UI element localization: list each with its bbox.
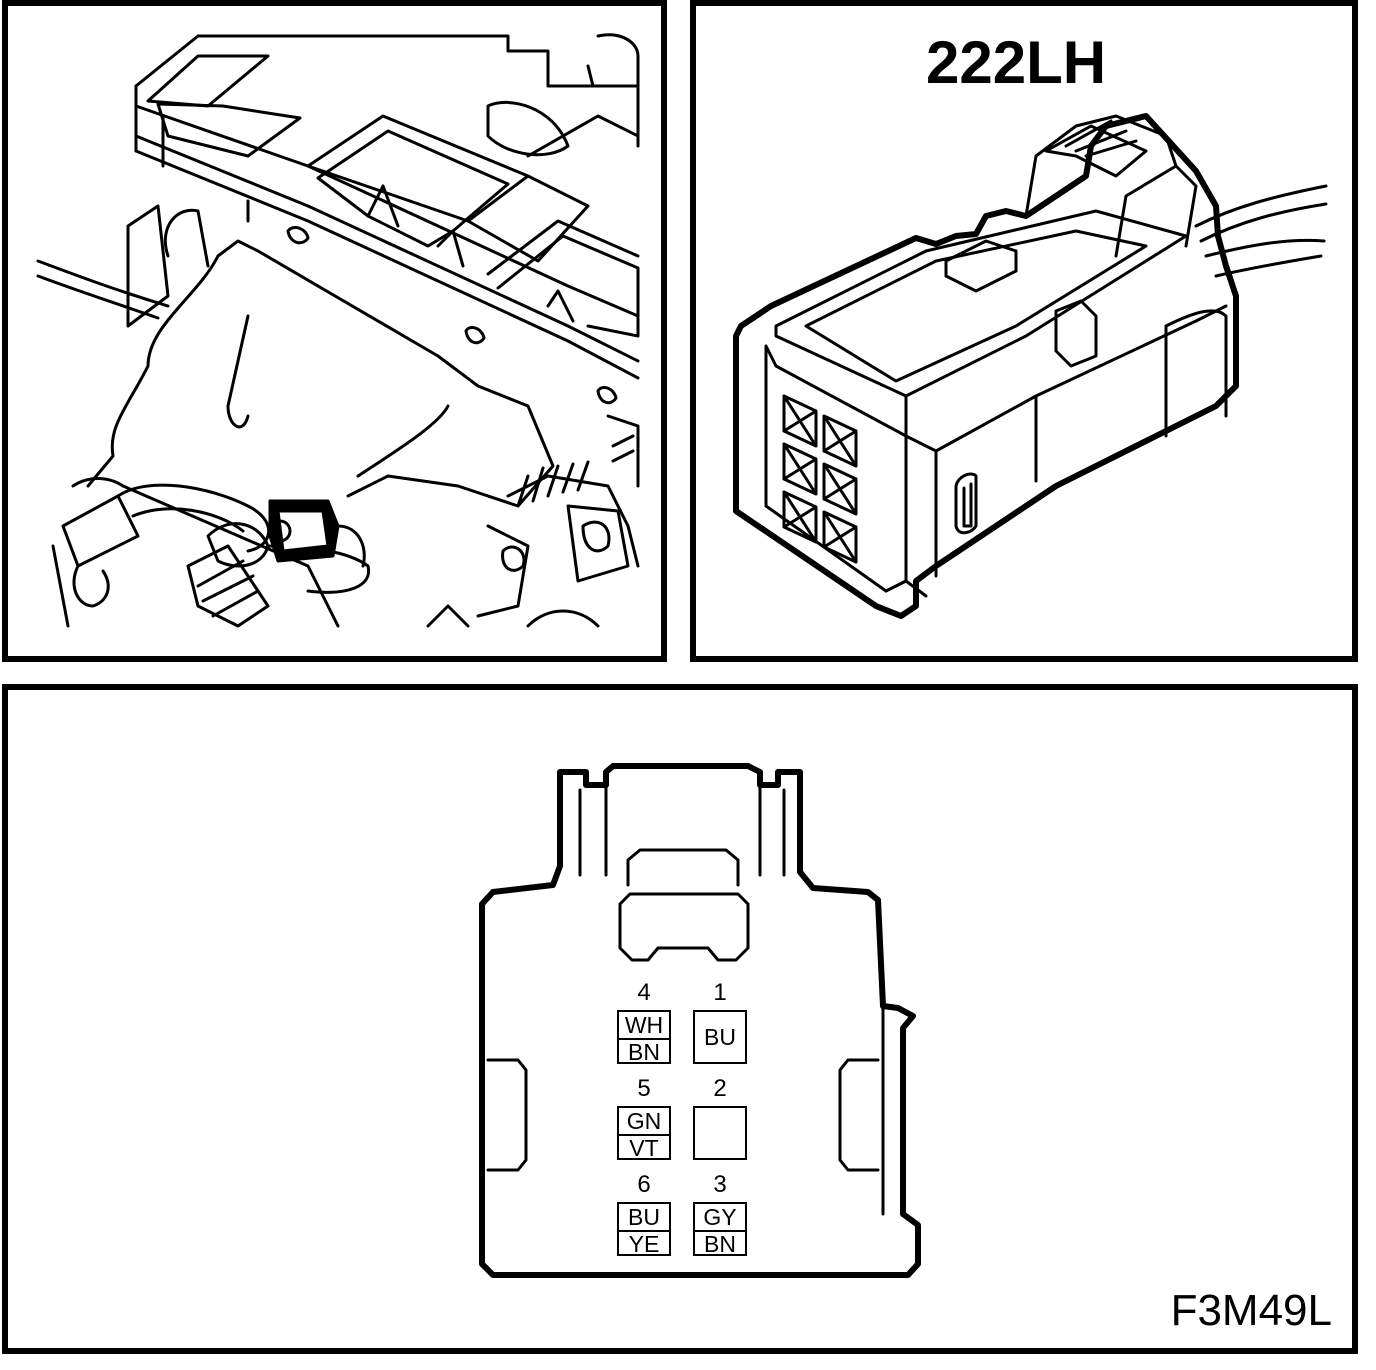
- pin-number-3: 3: [713, 1171, 727, 1198]
- pin-4-wire-color-1: WH: [624, 1012, 664, 1038]
- pin-cavity-2: [693, 1106, 747, 1160]
- pinout-panel: 4 1 WH BN BU 5 2 GN VT 6 3 BU YE GY BN F…: [2, 684, 1358, 1354]
- pin-5-divider: [619, 1134, 669, 1136]
- pin-5-wire-color-2: VT: [629, 1135, 659, 1161]
- hvac-housing-illustration: [36, 33, 640, 628]
- pin-4-wire-color-2: BN: [628, 1039, 660, 1065]
- pin-5-wire-color-1: GN: [626, 1108, 662, 1134]
- figure-code-label: F3M49L: [1170, 1286, 1332, 1335]
- pin-cavity-6: BU YE: [617, 1202, 671, 1257]
- pin-3-wire-color-1: GY: [703, 1204, 737, 1230]
- connector-id-label: 222LH: [926, 29, 1107, 96]
- connector-3d-illustration: [733, 113, 1328, 619]
- pin-cavity-4: WH BN: [617, 1010, 671, 1065]
- pin-6-divider: [619, 1230, 669, 1232]
- pin-cavity-5: GN VT: [617, 1106, 671, 1161]
- pin-6-wire-color-1: BU: [628, 1204, 660, 1230]
- pin-3-wire-color-2: BN: [704, 1231, 736, 1257]
- pin-cavity-1: BU: [693, 1010, 747, 1064]
- pin-6-wire-color-2: YE: [628, 1231, 660, 1257]
- location-illustration-panel: [2, 0, 667, 662]
- pin-cavity-grid: [782, 394, 858, 564]
- pin-cavity-3: GY BN: [693, 1202, 747, 1257]
- pin-number-1: 1: [713, 979, 727, 1006]
- pin-1-wire-color-1: BU: [704, 1023, 736, 1050]
- pin-number-2: 2: [713, 1075, 727, 1102]
- pin-4-divider: [619, 1038, 669, 1040]
- pin-number-6: 6: [637, 1171, 651, 1198]
- pin-number-5: 5: [637, 1075, 651, 1102]
- pin-number-4: 4: [637, 979, 651, 1006]
- pin-3-divider: [695, 1230, 745, 1232]
- connector-view-panel: 222LH: [690, 0, 1358, 662]
- connector-face-outline: [479, 763, 921, 1278]
